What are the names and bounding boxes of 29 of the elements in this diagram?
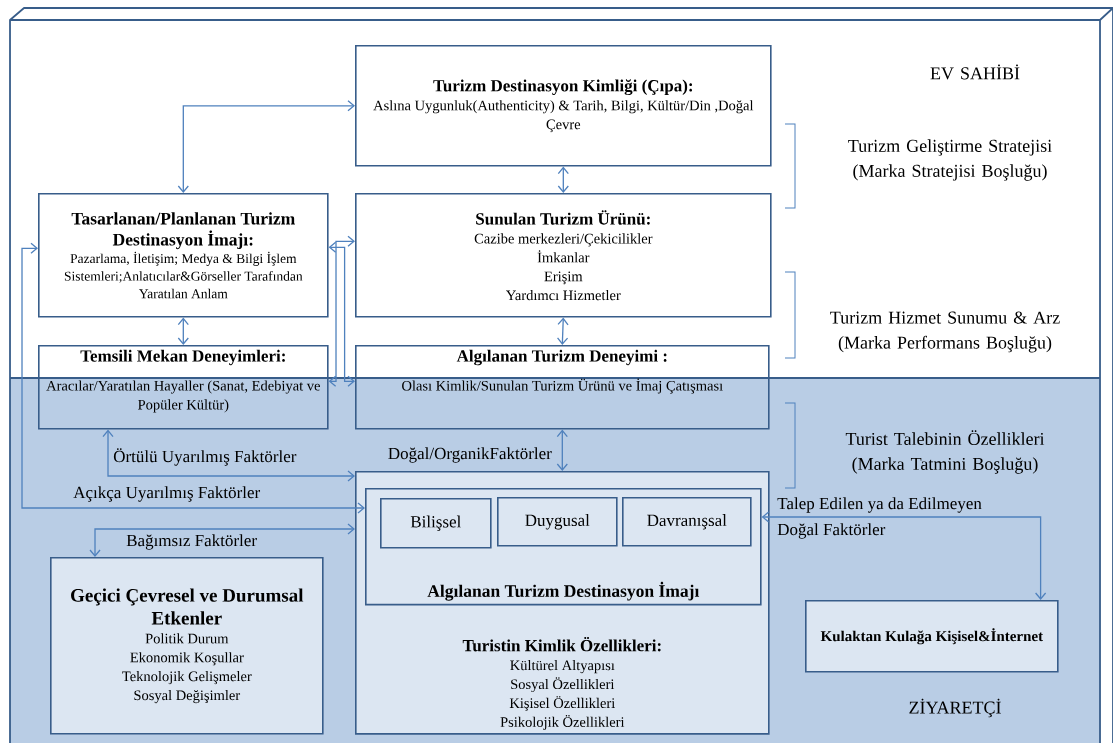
concept-box: Tasarlanan/Planlanan Turizm Destinasyon İmajı: Pazarlama, İletişim; Medya & Bilgi İşlem Sistemleri;Anlatıcılar&Görseller Tarafından Yaratılan Anlam [38,193,329,318]
side-label: EV SAHİBİ [930,64,1020,80]
connector-arrow [557,166,569,193]
side-label: Turizm Hizmet Sunumu & Arz (Marka Performans Boşluğu) [830,311,1060,353]
side-label: Turizm Geliştirme Stratejisi (Marka Stratejisi Boşluğu) [848,139,1052,181]
concept-box: Geçici Çevresel ve Durumsal Etkenler Politik Durum Ekonomik Koşullar Teknolojik Gelişmeler Sosyal Değişimler [50,557,324,735]
connector-arrow [102,429,355,482]
edge-label: Açıkça Uyarılmış Faktörler [73,486,260,502]
connector-arrow [761,511,1047,600]
edge-label: Örtülü Uyarılmış Faktörler [113,448,297,466]
concept-box: Turizm Destinasyon Kimliği (Çıpa): Aslına Uygunluk(Authenticity) & Tarih, Bilgi, Kültür/Din ,Doğal Çevre [355,45,772,167]
connector-arrow [21,242,365,514]
connector-arrow [177,100,355,193]
connector-arrow [89,523,355,557]
component-box: Davranışsal [622,497,752,547]
side-label: Turist Talebinin Özellikleri (Marka Tatmini Boşluğu) [845,430,1045,474]
concept-box: Kulaktan Kulağa Kişisel&İnternet [805,600,1059,673]
edge-label: Bağımsız Faktörler [126,534,257,550]
concept-box: Sunulan Turizm Ürünü: Cazibe merkezleri/Çekicilikler İmkanlar Erişim Yardımcı Hizmetler [355,193,772,318]
concept-box: Algılanan Turizm Deneyimi : Olası Kimlik/Sunulan Turizm Ürünü ve İmaj Çatışması [355,345,770,430]
side-label: ZİYARETÇİ [909,698,1001,718]
edge-label: Talep Edilen ya da Edilmeyen Doğal Faktörler [777,497,982,539]
concept-box: Temsili Mekan Deneyimleri: Aracılar/Yaratılan Hayaller (Sanat, Edebiyat ve Popüler Kültür) [38,345,329,430]
connector-arrow [177,317,189,345]
component-box: Duygusal [497,497,618,547]
edge-label: Doğal/OrganikFaktörler [388,447,552,463]
component-box: Bilişsel [380,498,492,549]
connector-arrow [556,429,568,471]
connector-arrow [556,317,569,345]
